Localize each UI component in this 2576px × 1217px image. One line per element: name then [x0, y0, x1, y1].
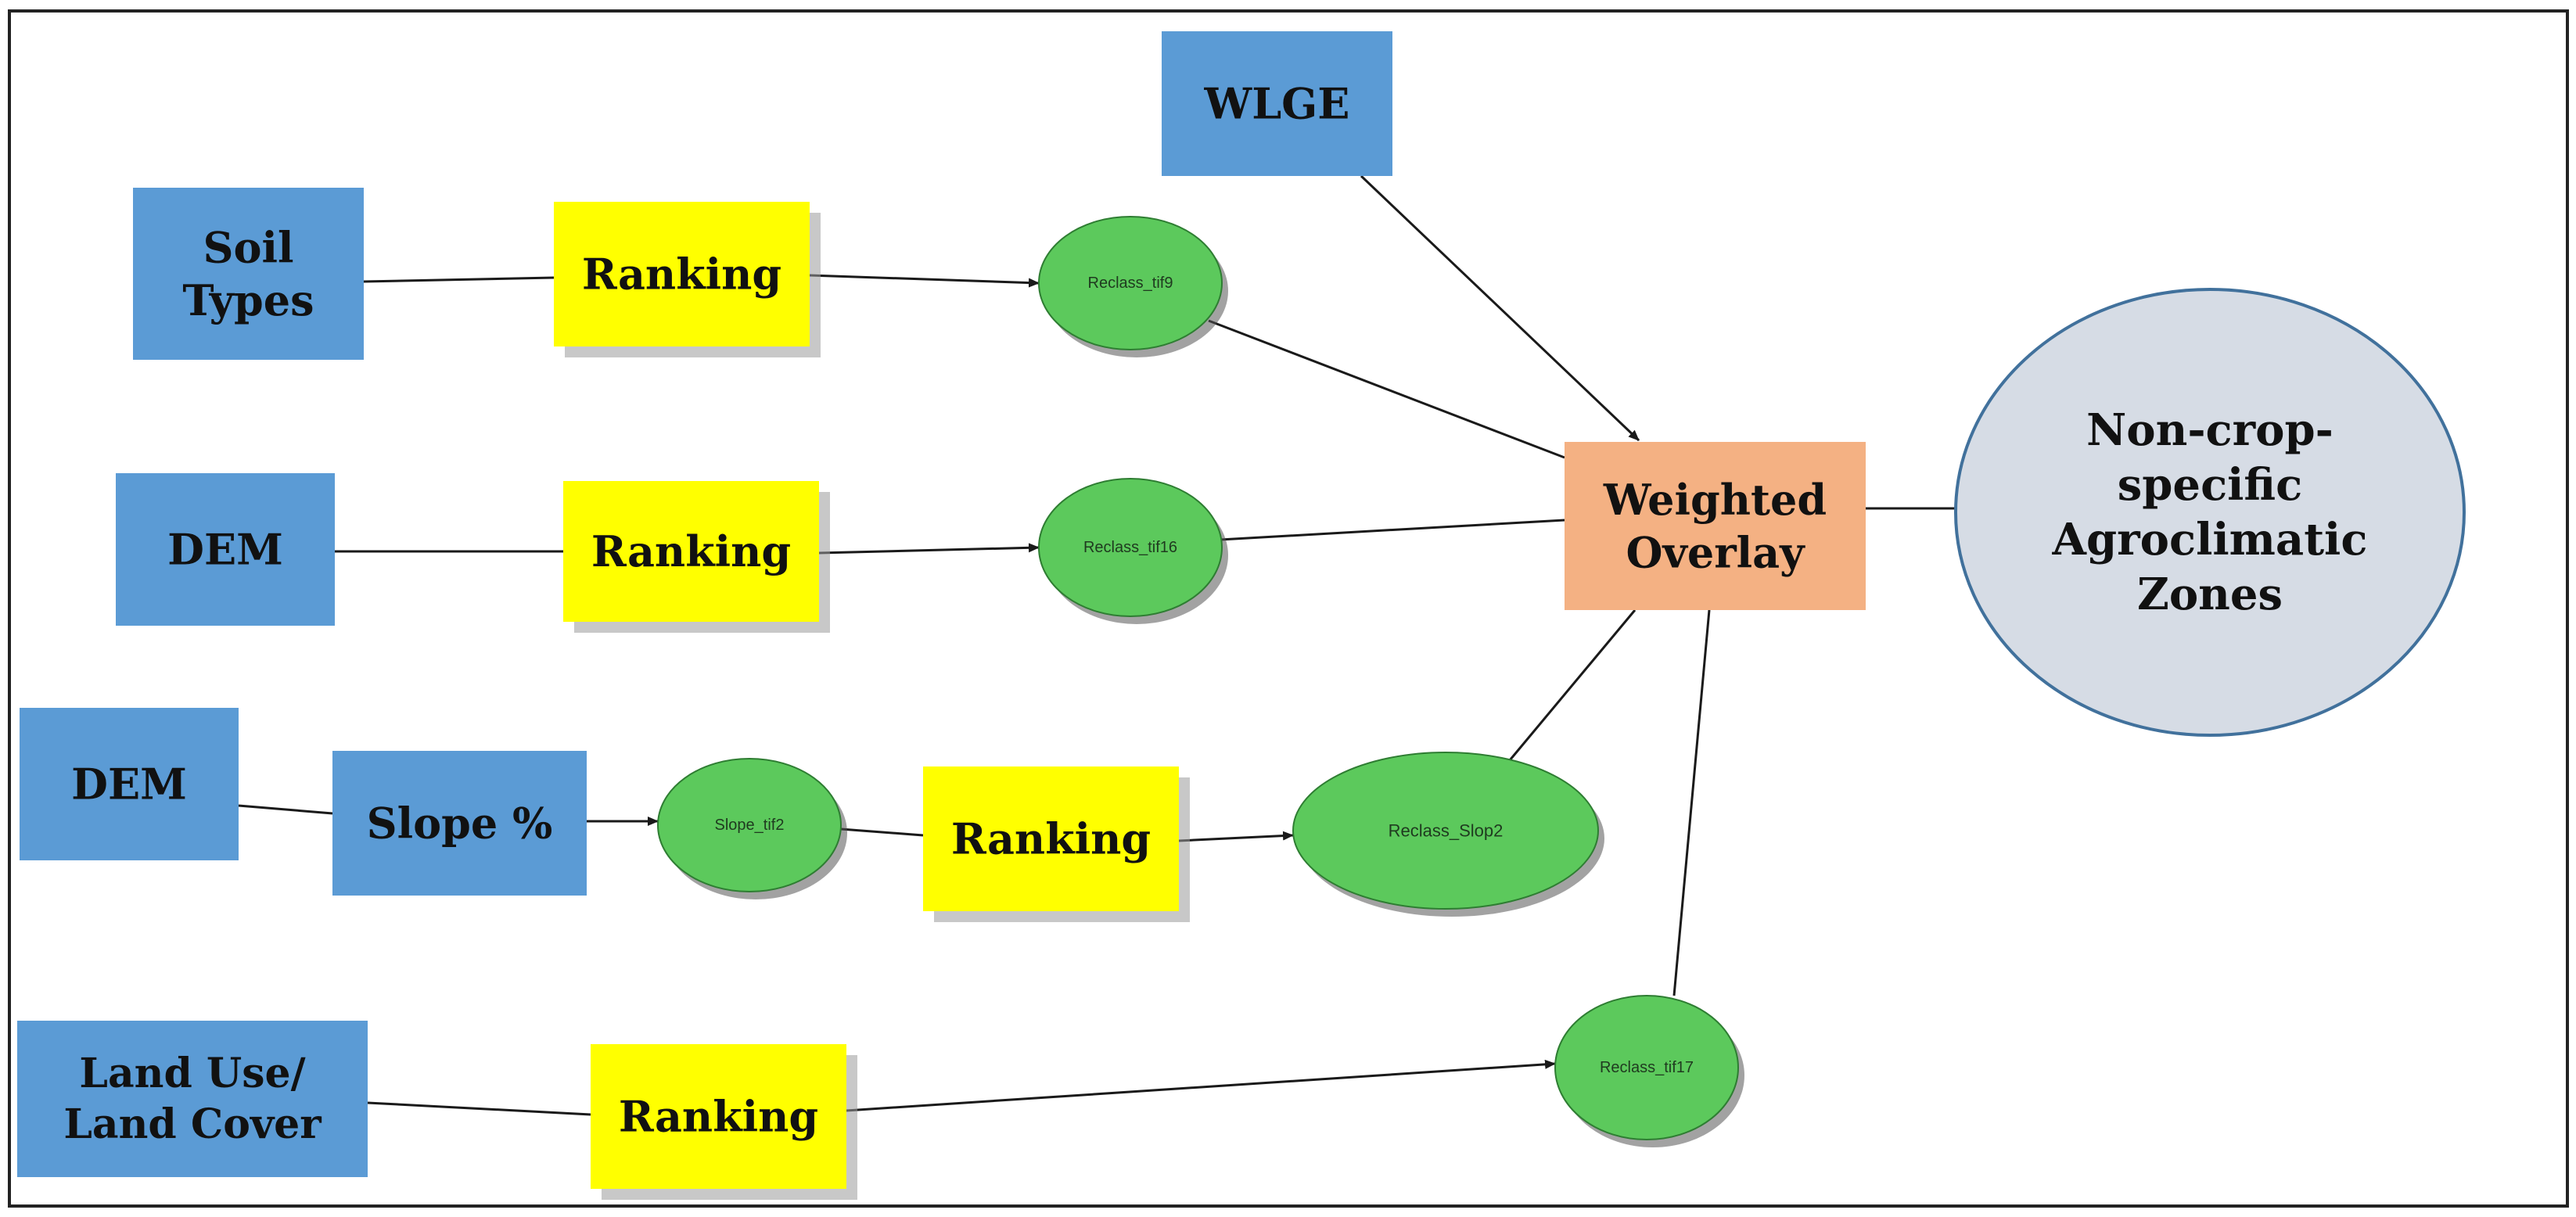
node-ellipse	[1038, 216, 1223, 350]
node-ranking-1: Ranking	[554, 202, 821, 357]
node-box	[332, 751, 587, 896]
node-label-line: Agroclimatic	[2052, 514, 2368, 565]
edge-ranking-3-to-reclass-slop2	[1178, 831, 1294, 842]
node-reclass-tif16: Reclass_tif16	[1038, 478, 1228, 624]
edge-reclass-tif17-to-weighted-overlay	[1672, 609, 1711, 996]
edge-reclass-tif16-to-weighted-overlay	[1220, 519, 1565, 541]
node-dem-1: DEM	[116, 473, 335, 626]
node-label-line: Land Cover	[63, 1100, 322, 1148]
node-label-line: Overlay	[1626, 527, 1805, 577]
edge-ranking-1-to-reclass-tif9	[809, 274, 1040, 288]
node-ellipse	[1292, 752, 1599, 910]
node-label-line: Reclass_Slop2	[1389, 821, 1504, 841]
node-box	[20, 708, 239, 860]
node-box	[554, 202, 810, 346]
node-box	[1565, 442, 1866, 610]
node-label-line: Land Use/	[79, 1050, 305, 1097]
node-box	[133, 188, 364, 360]
node-box	[563, 481, 819, 622]
node-ellipse	[1954, 288, 2466, 737]
node-slope-tif2: Slope_tif2	[657, 758, 847, 899]
node-label-line: Slope_tif2	[715, 817, 785, 834]
node-label-line: Soil	[203, 222, 293, 272]
node-label-line: Reclass_tif9	[1088, 275, 1173, 292]
edge-ranking-2-to-reclass-tif16	[818, 543, 1040, 555]
node-box	[17, 1021, 368, 1177]
node-box	[591, 1044, 846, 1189]
node-label-line: Ranking	[951, 814, 1151, 864]
edge-dem-2-to-slope-pct	[238, 804, 333, 815]
node-label-line: DEM	[71, 759, 187, 810]
node-land-use: Land Use/Land Cover	[17, 1021, 368, 1177]
node-ranking-4: Ranking	[591, 1044, 857, 1200]
node-ellipse	[657, 758, 842, 892]
node-reclass-tif17: Reclass_tif17	[1554, 995, 1744, 1147]
edge-slope-tif2-to-ranking-3	[840, 827, 924, 837]
node-reclass-tif9: Reclass_tif9	[1038, 216, 1228, 357]
node-label-line: Weighted	[1603, 475, 1827, 525]
edge-soil-types-to-ranking-1	[363, 276, 555, 283]
node-label-line: Zones	[2137, 569, 2283, 620]
node-label-line: Ranking	[619, 1092, 818, 1142]
edge-reclass-tif9-to-weighted-overlay	[1208, 319, 1565, 459]
node-box	[116, 473, 335, 626]
node-label-line: Slope %	[367, 799, 553, 849]
node-label-line: Reclass_tif17	[1600, 1059, 1694, 1076]
node-label-line: Ranking	[582, 250, 781, 300]
node-dem-2: DEM	[20, 708, 239, 860]
node-label-line: Non-crop-	[2086, 404, 2333, 456]
node-ranking-3: Ranking	[923, 766, 1190, 922]
node-label-line: Reclass_tif16	[1083, 539, 1177, 556]
node-reclass-slop2: Reclass_Slop2	[1292, 752, 1604, 917]
node-box	[923, 766, 1179, 911]
node-label-line: WLGE	[1204, 79, 1350, 129]
node-label-line: DEM	[167, 525, 283, 575]
node-slope-pct: Slope %	[332, 751, 587, 896]
edge-reclass-slop2-to-weighted-overlay	[1508, 609, 1636, 761]
node-ellipse	[1038, 478, 1223, 617]
edge-wlge-to-weighted-overlay	[1360, 174, 1640, 442]
node-ellipse	[1554, 995, 1739, 1140]
node-ranking-2: Ranking	[563, 481, 830, 633]
edges-layer	[238, 174, 1956, 1116]
node-label-line: Types	[182, 275, 314, 325]
node-label-line: specific	[2118, 459, 2303, 511]
node-box	[1162, 31, 1392, 176]
edge-ranking-4-to-reclass-tif17	[846, 1059, 1556, 1112]
edge-land-use-to-ranking-4	[367, 1101, 591, 1116]
node-label-line: Ranking	[591, 526, 791, 576]
node-wlge: WLGE	[1162, 31, 1392, 176]
